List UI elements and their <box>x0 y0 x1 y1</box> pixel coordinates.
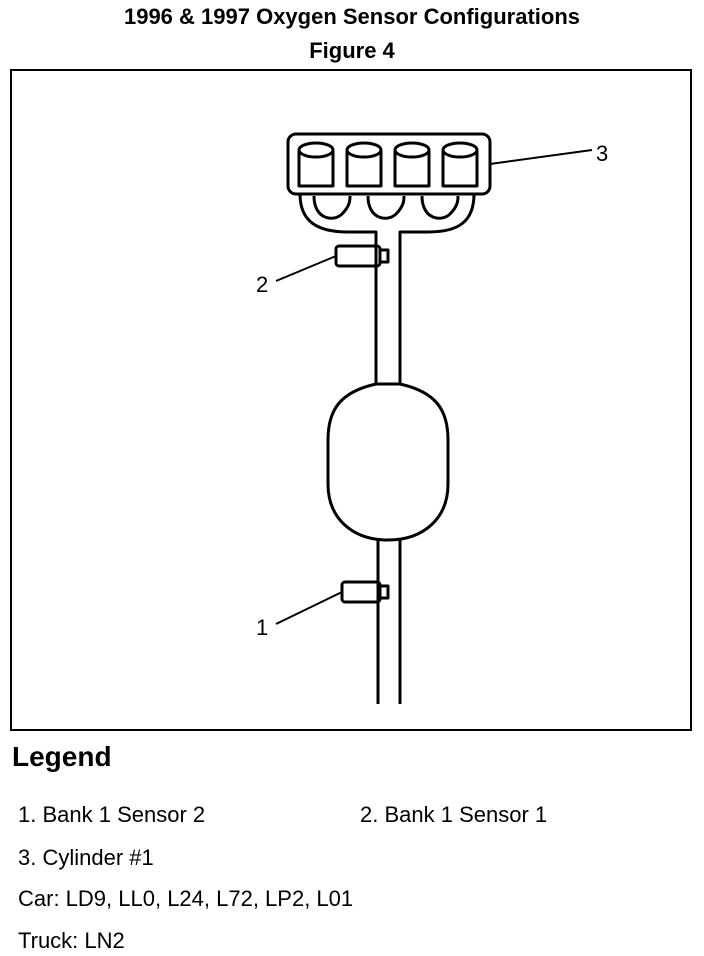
figure-title: 1996 & 1997 Oxygen Sensor Configurations <box>123 4 581 29</box>
diagram-frame <box>10 69 692 731</box>
callout-leader-2 <box>275 255 337 282</box>
legend-item-1: 1. Bank 1 Sensor 2 <box>18 802 206 827</box>
cylinder-group <box>297 141 479 188</box>
legend-heading: Legend <box>12 741 112 772</box>
callout-3: 3 <box>596 141 608 166</box>
figure-subtitle: Figure 4 <box>309 38 395 63</box>
exhaust-manifold <box>298 193 476 384</box>
callout-1: 1 <box>256 615 268 640</box>
oxygen-sensor-downstream <box>340 580 382 604</box>
callout-leader-3 <box>489 149 593 165</box>
legend-car-engines: Car: LD9, LL0, L24, L72, LP2, L01 <box>18 886 354 911</box>
legend-truck-engines: Truck: LN2 <box>18 928 125 953</box>
oxygen-sensor-upstream <box>334 244 382 268</box>
legend-item-3: 3. Cylinder #1 <box>18 845 154 870</box>
callout-leader-1 <box>275 591 343 625</box>
legend-item-2: 2. Bank 1 Sensor 1 <box>360 802 548 827</box>
catalytic-converter <box>326 382 450 542</box>
callout-2: 2 <box>256 272 268 297</box>
exhaust-pipe <box>376 540 402 704</box>
